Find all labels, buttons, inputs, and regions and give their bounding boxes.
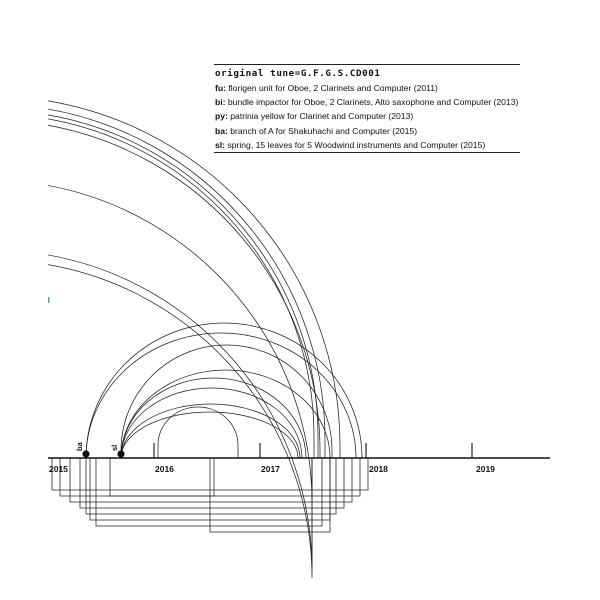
arc-line (47, 264, 313, 579)
legend-text: bundle impactor for Oboe, 2 Clarinets, A… (227, 97, 519, 108)
bracket-line (209, 458, 331, 533)
year-labels: 2015 2016 2017 2018 2019 (49, 464, 495, 474)
year-ticks (153, 443, 473, 458)
arch-line (120, 387, 303, 459)
arc-line (47, 114, 319, 458)
marker-label-ba: ba (75, 441, 84, 451)
arch-line (120, 377, 307, 459)
event-markers: ba sl (75, 441, 125, 458)
legend-code: bi: (215, 97, 226, 108)
arch-line (85, 322, 363, 459)
legend-code: py: (215, 111, 228, 122)
bracket-group (51, 458, 369, 533)
legend-code: ba: (215, 125, 228, 136)
legend-text: spring, 15 leaves for 5 Woodwind instrum… (227, 139, 486, 150)
legend-bottom-rule (214, 152, 520, 154)
arc-line (47, 118, 315, 458)
marker-dot-ba (82, 450, 90, 458)
arc-line (47, 100, 341, 458)
legend-title: original tune=G.F.G.S.CD001 (215, 68, 381, 79)
arch-line (120, 411, 299, 459)
arc-line (47, 254, 313, 571)
arc-group (47, 100, 363, 579)
bracket-line (69, 458, 353, 503)
marker-dot-sl (117, 450, 125, 458)
arch-line (120, 369, 331, 459)
legend-entry-py: py: patrinia yellow for Clarinet and Com… (214, 109, 520, 123)
edge-mark (48, 297, 50, 303)
arch-line (120, 344, 333, 458)
arc-line (47, 124, 321, 458)
arch-line (157, 406, 239, 458)
arch-line (85, 332, 357, 459)
year-label-2015: 2015 (49, 464, 68, 474)
arc-line (47, 185, 313, 504)
legend-code: sl: (215, 139, 226, 150)
legend-text: branch of A for Shakuhachi and Computer … (230, 125, 418, 136)
bracket-line (109, 458, 215, 497)
year-label-2019: 2019 (476, 464, 495, 474)
arc-line (47, 108, 326, 458)
bracket-line (85, 458, 337, 515)
legend-entry-fu: fu: florigen unit for Oboe, 2 Clarinets … (214, 81, 520, 95)
bracket-line (95, 458, 323, 527)
arch-line (120, 403, 301, 459)
legend-code: fu: (215, 83, 226, 93)
year-label-2017: 2017 (261, 464, 280, 474)
year-label-2016: 2016 (155, 464, 174, 474)
legend-text: patrinia yellow for Clarinet and Compute… (230, 111, 414, 122)
bracket-line (79, 458, 345, 509)
legend-top-rule (214, 64, 520, 65)
legend-box: original tune=G.F.G.S.CD001 fu: florigen… (214, 64, 520, 154)
legend-entry-sl: sl: spring, 15 leaves for 5 Woodwind ins… (214, 138, 520, 152)
legend-entry-ba: ba: branch of A for Shakuhachi and Compu… (214, 124, 520, 138)
legend-entry-bi: bi: bundle impactor for Oboe, 2 Clarinet… (214, 95, 520, 109)
year-label-2018: 2018 (369, 464, 388, 474)
legend-text: florigen unit for Oboe, 2 Clarinets and … (228, 83, 438, 93)
marker-label-sl: sl (110, 445, 119, 451)
